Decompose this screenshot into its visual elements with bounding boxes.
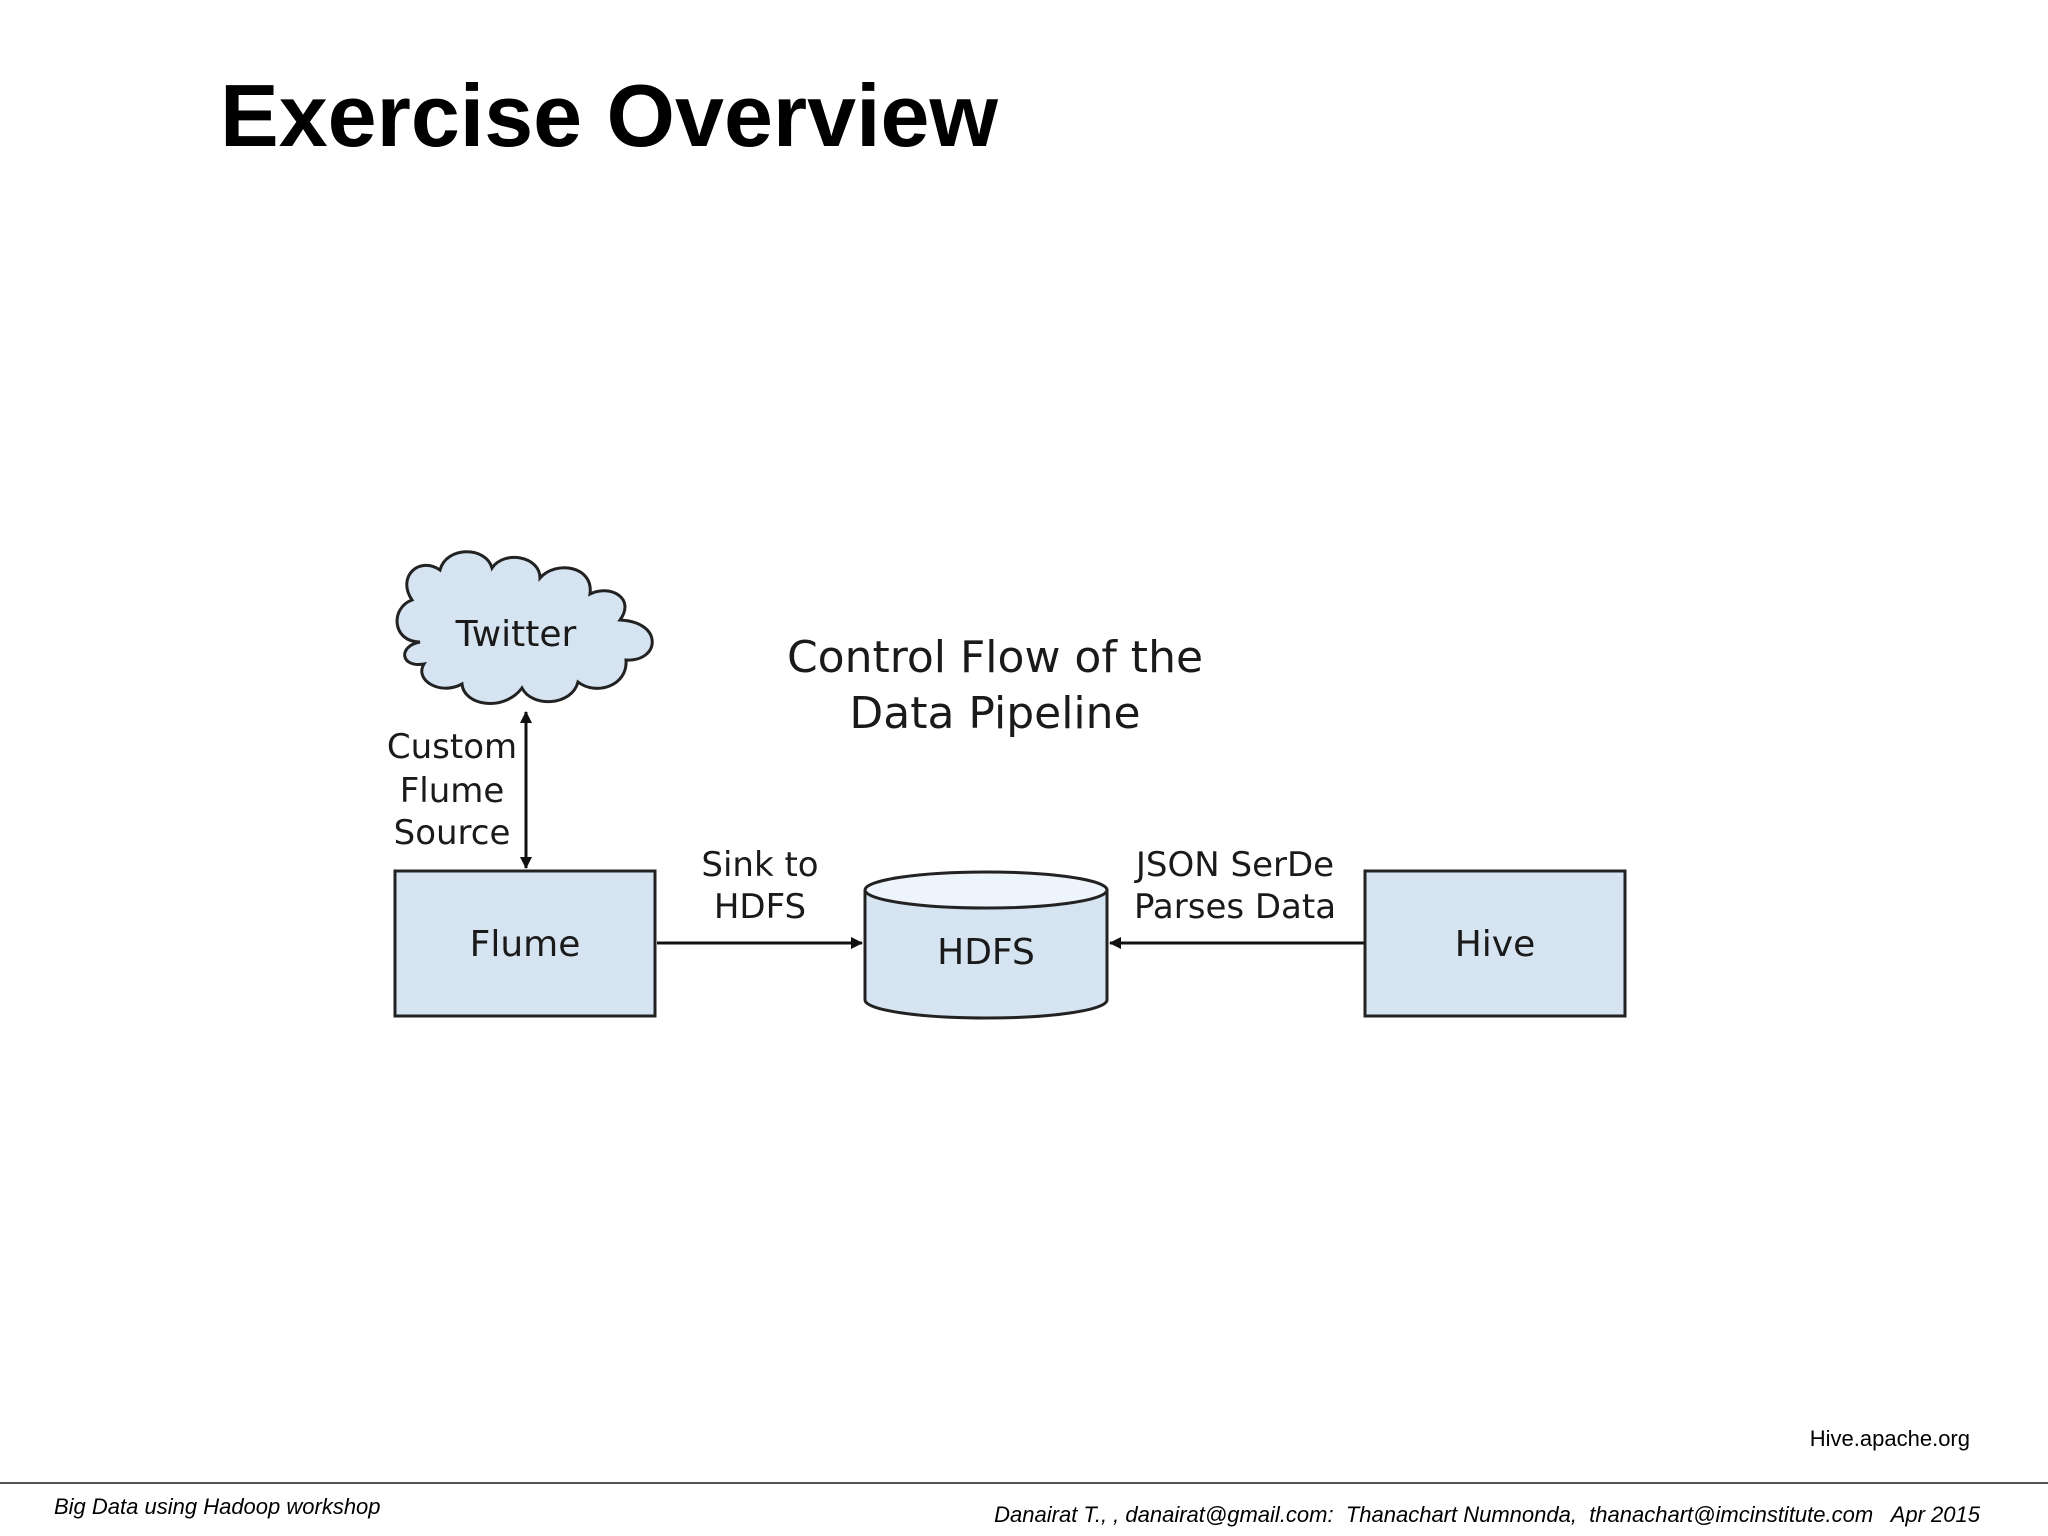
twitter-cloud-node: Twitter (395, 550, 654, 705)
diagram-caption-line2: Data Pipeline (849, 688, 1140, 739)
flume-node: Flume (393, 869, 657, 1018)
diagram-caption-line1: Control Flow of the (787, 632, 1203, 683)
sink-label-1: Sink to (701, 845, 818, 885)
footer-workshop-name: Big Data using Hadoop workshop (54, 1494, 381, 1519)
custom-source-label-1: Custom (387, 727, 517, 767)
database-cylinder-icon (863, 890, 1109, 1020)
custom-source-label-3: Source (394, 813, 511, 853)
hive-node: Hive (1363, 869, 1627, 1018)
hive-label: Hive (1455, 924, 1536, 965)
hdfs-node: HDFS (863, 870, 1109, 1020)
serde-label-1: JSON SerDe (1134, 845, 1334, 885)
sink-label-2: HDFS (714, 887, 806, 927)
hdfs-label: HDFS (937, 932, 1035, 973)
footer-divider (0, 1482, 2048, 1484)
footer-authors: Danairat T., , danairat@gmail.com: Thana… (994, 1502, 1980, 1527)
flume-box (393, 869, 657, 1018)
hive-box (1363, 869, 1627, 1018)
custom-source-label-2: Flume (400, 771, 505, 811)
slide-title: Exercise Overview (220, 66, 998, 165)
cloud-icon (395, 550, 654, 705)
source-credit: Hive.apache.org (1809, 1426, 1970, 1451)
cylinder-top (863, 870, 1109, 910)
flume-label: Flume (470, 924, 581, 965)
serde-label-2: Parses Data (1134, 887, 1336, 927)
twitter-label: Twitter (455, 614, 577, 655)
